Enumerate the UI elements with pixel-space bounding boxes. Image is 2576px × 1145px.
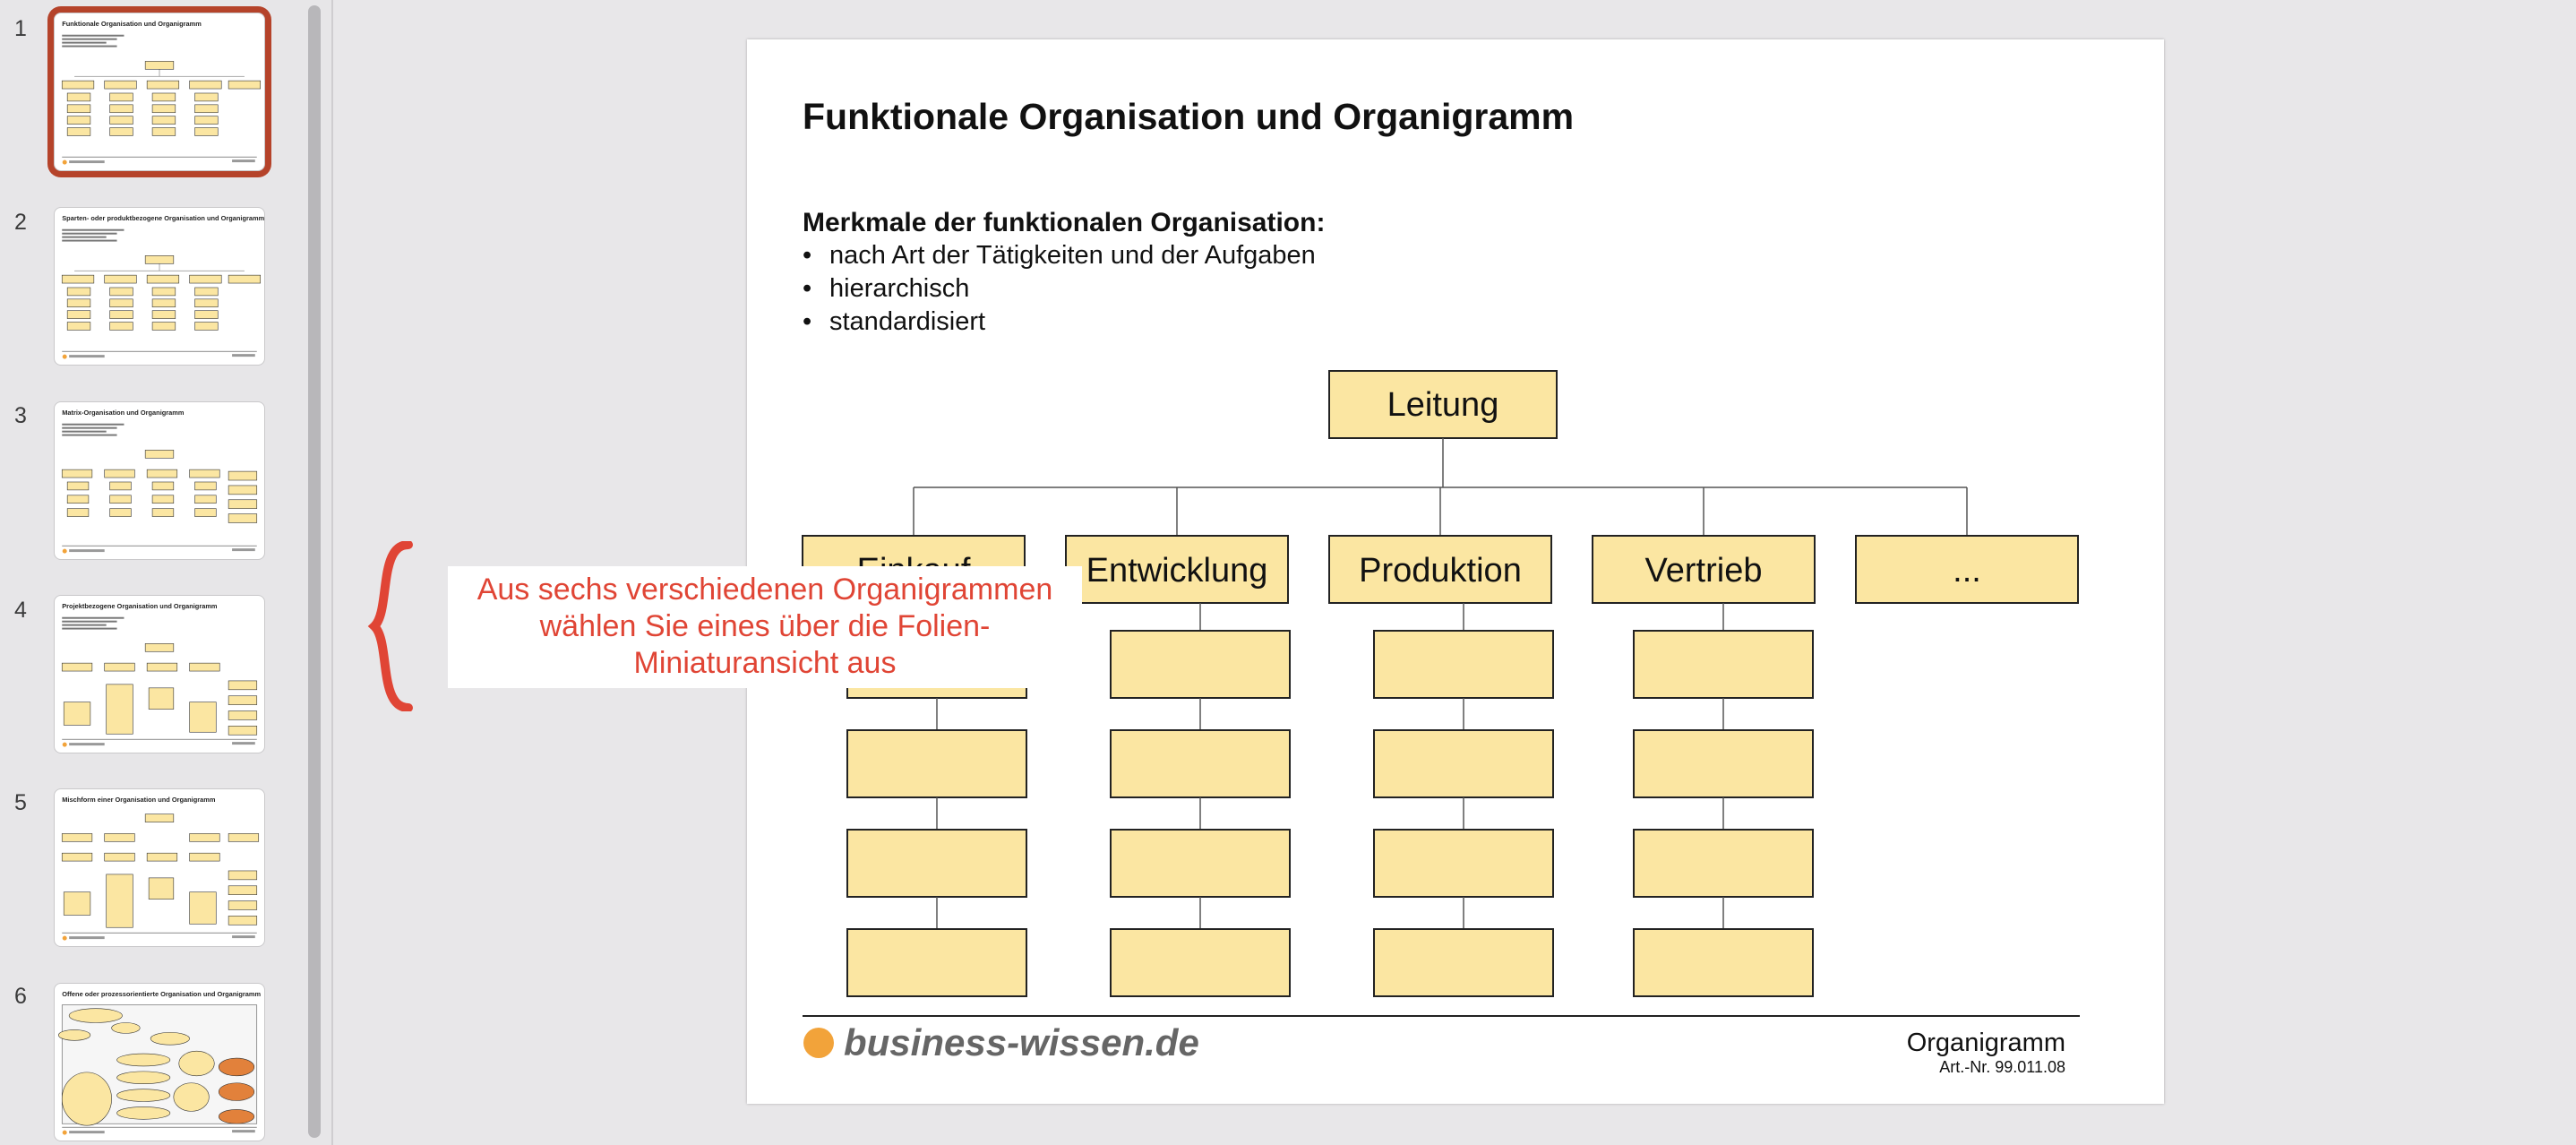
thumbnail-title: Funktionale Organisation und Organigramm	[62, 20, 202, 28]
org-label: Produktion	[1359, 552, 1522, 590]
features-heading: Merkmale der funktionalen Organisation:	[803, 208, 1325, 237]
curly-brace-icon	[367, 541, 413, 711]
bullet-marker: •	[803, 274, 811, 303]
callout-line: Aus sechs verschiedenen Organigrammen	[477, 572, 1053, 607]
org-box-subunit	[846, 829, 1027, 898]
org-box-subunit	[1633, 630, 1814, 699]
feature-bullet: standardisiert	[829, 307, 985, 336]
footer-doc-name: Organigramm	[1907, 1029, 2065, 1057]
org-box-subunit	[1633, 829, 1814, 898]
thumbnail-title: Projektbezogene Organisation und Organig…	[62, 602, 218, 610]
thumbnail-title: Sparten- oder produktbezogene Organisati…	[62, 214, 264, 222]
org-label: ...	[1953, 552, 1981, 590]
org-label: Leitung	[1387, 386, 1499, 424]
brand-name: business-wissen.de	[844, 1021, 1199, 1063]
org-box-subunit	[846, 729, 1027, 798]
slide-thumbnail-1[interactable]: Funktionale Organisation und Organigramm	[54, 13, 265, 171]
brand-dot-icon	[62, 354, 67, 359]
bullet-marker: •	[803, 307, 811, 336]
slide-number: 5	[14, 790, 27, 815]
org-box-subunit	[1373, 928, 1554, 997]
org-box-subunit	[1110, 829, 1291, 898]
org-label: Vertrieb	[1645, 552, 1763, 590]
org-box-department	[1328, 535, 1552, 604]
slide-title: Funktionale Organisation und Organigramm	[803, 96, 1574, 137]
brand-dot-icon	[62, 1130, 67, 1135]
slide-thumbnail-5[interactable]: Mischform einer Organisation und Organig…	[54, 788, 265, 947]
org-box-subunit	[1373, 630, 1554, 699]
org-box-subunit	[1110, 928, 1291, 997]
slide-number: 2	[14, 210, 27, 235]
thumbnail-title: Mischform einer Organisation und Organig…	[62, 796, 216, 804]
callout-line: wählen Sie eines über die Folien-	[539, 609, 991, 643]
org-label: Entwicklung	[1086, 552, 1268, 590]
bullet-marker: •	[803, 241, 811, 270]
feature-bullet: hierarchisch	[829, 274, 969, 303]
feature-bullet: nach Art der Tätigkeiten und der Aufgabe…	[829, 241, 1316, 270]
org-box-subunit	[846, 928, 1027, 997]
slide-number: 1	[14, 16, 27, 41]
org-box-subunit	[1633, 729, 1814, 798]
footer-article-number: Art.-Nr. 99.011.08	[1939, 1058, 2065, 1076]
org-box-department	[1855, 535, 2079, 604]
org-box-department	[1065, 535, 1289, 604]
slide-thumbnail-4[interactable]: Projektbezogene Organisation und Organig…	[54, 595, 265, 753]
org-box-subunit	[1373, 729, 1554, 798]
callout-line: Miniaturansicht aus	[633, 646, 897, 680]
slide-thumbnail-3[interactable]: Matrix-Organisation und Organigramm	[54, 401, 265, 560]
sidebar-scrollbar-thumb[interactable]	[308, 5, 321, 1138]
thumbnail-title: Matrix-Organisation und Organigramm	[62, 409, 185, 417]
org-box-leitung	[1328, 370, 1558, 439]
thumbnail-title: Offene oder prozessorientierte Organisat…	[62, 990, 261, 998]
slide-number: 3	[14, 403, 27, 428]
instruction-callout: Aus sechs verschiedenen Organigrammen wä…	[448, 566, 1082, 688]
brand-dot-icon	[62, 935, 67, 941]
org-box-subunit	[1373, 829, 1554, 898]
slide-number: 4	[14, 598, 27, 623]
org-box-department	[1592, 535, 1816, 604]
slide-thumbnail-2[interactable]: Sparten- oder produktbezogene Organisati…	[54, 207, 265, 366]
slide-number: 6	[14, 984, 27, 1009]
org-box-subunit	[1633, 928, 1814, 997]
org-box-subunit	[1110, 729, 1291, 798]
brand-dot-icon	[62, 159, 67, 165]
brand-logo-dot-icon	[803, 1028, 834, 1058]
slide-thumbnail-6[interactable]: Offene oder prozessorientierte Organisat…	[54, 983, 265, 1141]
org-chart: LeitungEinkaufEntwicklungProduktionVertr…	[802, 370, 2079, 997]
org-box-subunit	[1110, 630, 1291, 699]
slide-thumbnail-panel: 1 Funktionale Organisation und Organigra…	[0, 0, 333, 1145]
brand-dot-icon	[62, 742, 67, 747]
brand-dot-icon	[62, 548, 67, 554]
